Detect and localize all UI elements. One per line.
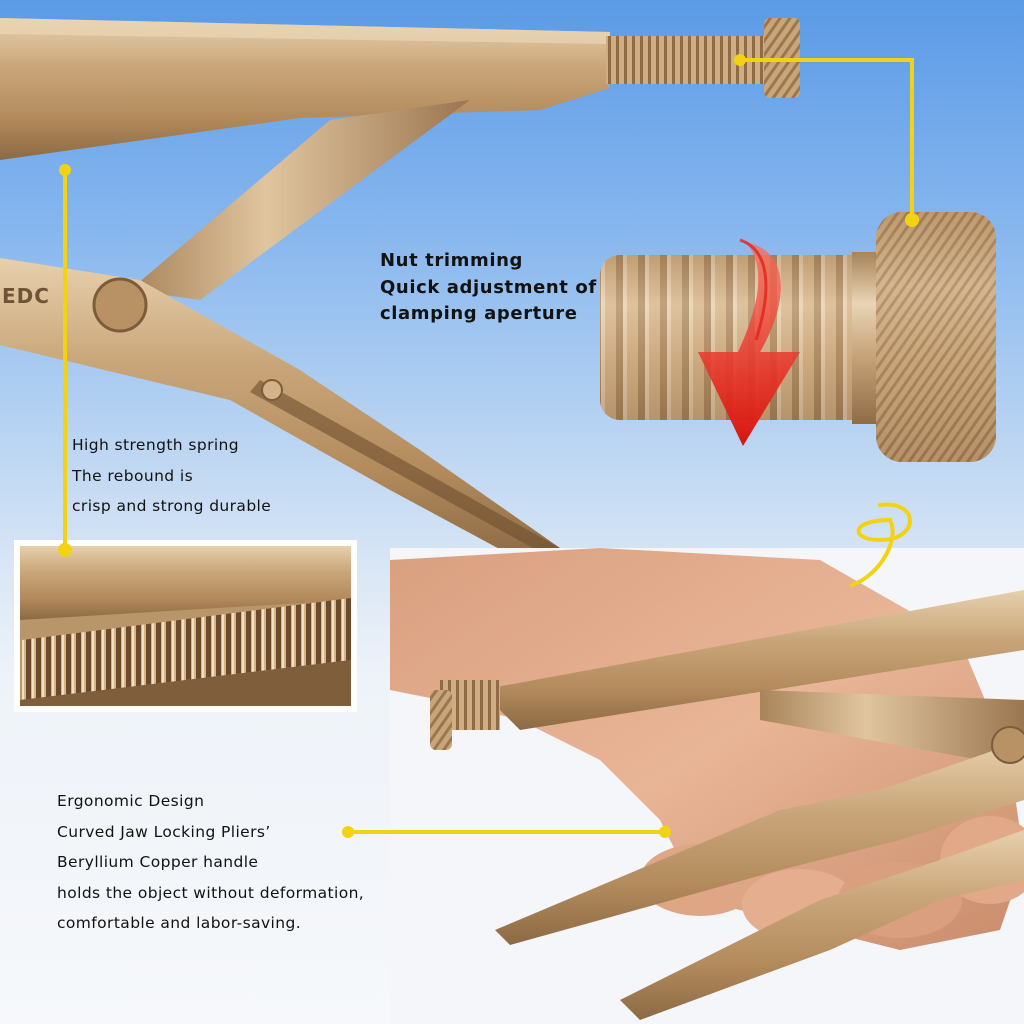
callout-ergo-line1: Ergonomic Design [57,792,205,810]
top-pliers [0,18,800,560]
callout-ergonomic: Ergonomic Design Curved Jaw Locking Plie… [57,786,364,939]
rotation-arrow-icon [698,242,800,446]
brand-mark: EDC [2,284,50,308]
callout-nut-trimming: Nut trimming Quick adjustment of clampin… [380,248,597,328]
leader-nut [738,58,914,222]
lower-jaw-2 [620,830,1024,1020]
lever-in-hand [760,690,1024,780]
callout-nut-line2: Quick adjustment of [380,276,597,298]
callout-ergo-line4: holds the object without deformation, [57,883,365,902]
leader-lines [63,58,914,834]
leader-curl [850,502,912,587]
upper-handle [0,18,610,160]
release-lever [130,100,470,300]
dot-spring-end-icon [58,543,72,557]
callout-nut-line1: Nut trimming [380,250,523,271]
leader-dots [58,54,919,838]
dot-ergo-start-icon [342,826,354,838]
hand-photo [390,548,1024,1024]
callout-ergo-line3: Beryllium Copper handle [57,853,259,871]
lower-jaw-1 [495,740,1024,945]
spring-inset [14,540,357,712]
callout-ergo-line5: comfortable and labor-saving. [57,914,302,932]
coil-spring [22,598,351,700]
pivot-in-hand [991,726,1024,764]
callout-spring-line3: crisp and strong durable [72,497,272,515]
small-rivet [261,379,283,401]
callout-spring-line1: High strength spring [72,436,240,454]
bolt-closeup [600,212,996,462]
callout-spring: High strength spring The rebound is cris… [72,430,271,522]
knob-in-hand [430,690,452,750]
pliers-upper-in-hand [480,590,1024,730]
callout-nut-line3: clamping aperture [380,303,578,324]
dot-ergo-end-icon [659,826,671,838]
dot-nut-end-icon [905,213,919,227]
pivot-rivet [92,277,148,333]
callout-ergo-line2: Curved Jaw Locking Pliers’ [57,822,271,841]
dot-nut-start-icon [734,54,746,66]
dot-spring-start-icon [59,164,71,176]
callout-spring-line2: The rebound is [72,466,194,485]
